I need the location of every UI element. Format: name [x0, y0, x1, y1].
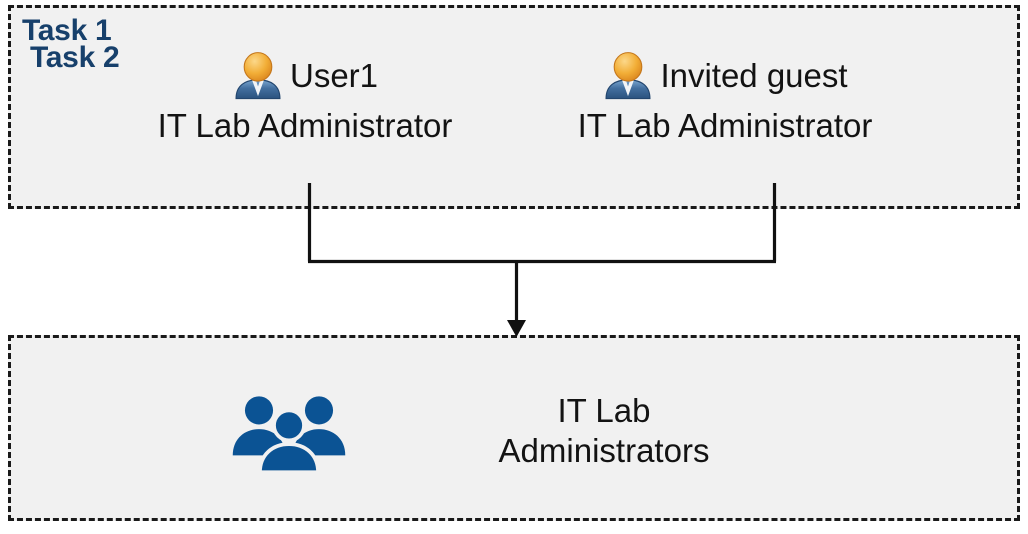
task-1-label: Task 1	[22, 14, 112, 47]
user-group-icon	[229, 386, 349, 476]
person-header-user1: User1	[135, 47, 475, 103]
task-2-container	[8, 335, 1020, 521]
task-2-label: Task 2	[30, 41, 120, 74]
person-card-invited-guest: Invited guest IT Lab Administrator	[555, 47, 895, 142]
group-card: IT Lab Administrators	[8, 379, 1020, 483]
user-icon	[602, 49, 654, 101]
person-name-user1: User1	[289, 56, 379, 94]
user-icon	[232, 49, 284, 101]
group-name: IT Lab Administrators	[498, 391, 710, 469]
person-name-invited-guest: Invited guest	[660, 56, 848, 94]
person-role-invited-guest: IT Lab Administrator	[577, 107, 873, 144]
person-header-invited-guest: Invited guest	[555, 47, 895, 103]
task-1-container	[8, 5, 1020, 209]
person-card-user1: User1 IT Lab Administrator	[135, 47, 475, 142]
person-role-user1: IT Lab Administrator	[157, 107, 453, 144]
